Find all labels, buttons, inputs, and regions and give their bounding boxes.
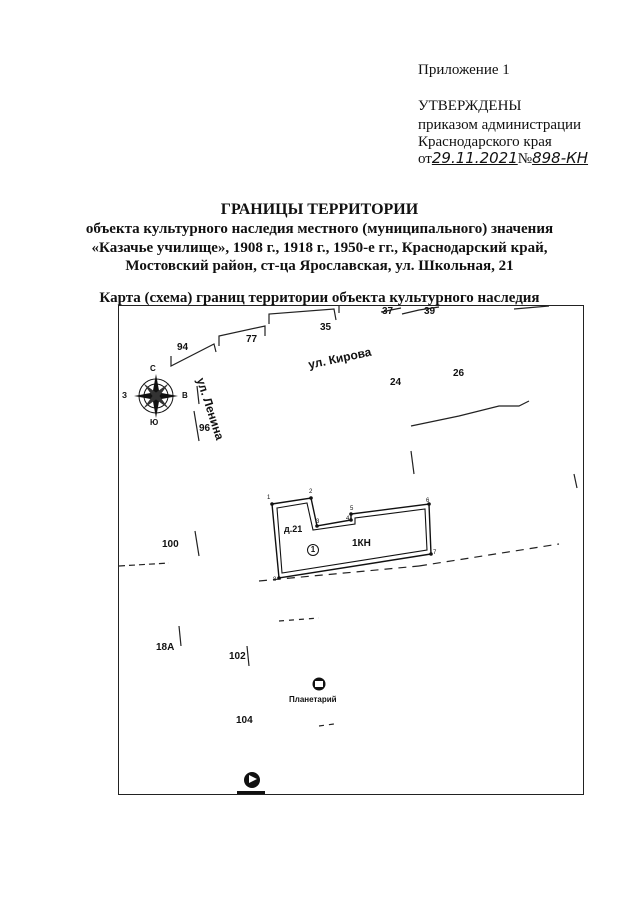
number-prefix: № [517, 151, 533, 167]
parcel-35: 35 [320, 322, 332, 333]
object-marker: 1 [307, 544, 319, 556]
object-zone: 1КН [352, 538, 371, 549]
object-house-number: д.21 [284, 524, 303, 534]
approved-label: УТВЕРЖДЕНЫ [418, 98, 522, 114]
map-frame: С Ю З В ул. Ленина ул. Кирова 94 77 35 3… [118, 305, 584, 795]
parcel-94: 94 [177, 342, 189, 353]
appendix-label: Приложение 1 [418, 62, 510, 78]
order-number: 898-КН [532, 149, 589, 167]
parcel-18a: 18А [156, 642, 175, 653]
by-order-label: приказом администрации [418, 117, 582, 133]
boundary-points [270, 496, 433, 580]
parcel-102: 102 [229, 651, 246, 662]
parcel-96: 96 [199, 423, 211, 434]
point-8: 8 [273, 577, 277, 583]
document-title: ГРАНИЦЫ ТЕРРИТОРИИ [220, 201, 419, 218]
order-date: 29.11.2021 [431, 149, 518, 167]
subtitle-line-3: Мостовский район, ст-ца Ярославская, ул.… [125, 258, 514, 274]
planetarium-label: Планетарий [289, 695, 337, 704]
point-5: 5 [350, 506, 354, 512]
point-7: 7 [433, 550, 437, 556]
parcel-100: 100 [162, 539, 179, 550]
poi-marker-icon [237, 772, 265, 794]
date-prefix: от [418, 151, 432, 167]
point-4: 4 [346, 516, 350, 522]
parcel-lines [119, 306, 578, 727]
parcel-24: 24 [390, 377, 402, 388]
planetarium-icon [312, 677, 326, 691]
point-1: 1 [267, 495, 271, 501]
order-line: от29.11.2021№898-КН [418, 149, 588, 168]
point-3: 3 [316, 519, 320, 525]
subtitle-line-1: объекта культурного наследия местного (м… [85, 221, 554, 237]
compass-south: Ю [150, 418, 159, 427]
point-6: 6 [426, 498, 430, 504]
compass-rose [134, 374, 178, 418]
point-2: 2 [309, 489, 313, 495]
compass-west: З [122, 391, 128, 400]
map-canvas [119, 306, 578, 794]
parcel-37: 37 [382, 306, 394, 317]
region-label: Краснодарского края [418, 134, 552, 150]
subtitle-line-2: «Казачье училище», 1908 г., 1918 г., 195… [91, 240, 548, 256]
parcel-39: 39 [424, 306, 436, 317]
map-caption: Карта (схема) границ территории объекта … [99, 290, 540, 306]
compass-north: С [150, 364, 156, 373]
parcel-104: 104 [236, 715, 253, 726]
parcel-26: 26 [453, 368, 465, 379]
parcel-77: 77 [246, 334, 258, 345]
compass-east: В [182, 391, 188, 400]
